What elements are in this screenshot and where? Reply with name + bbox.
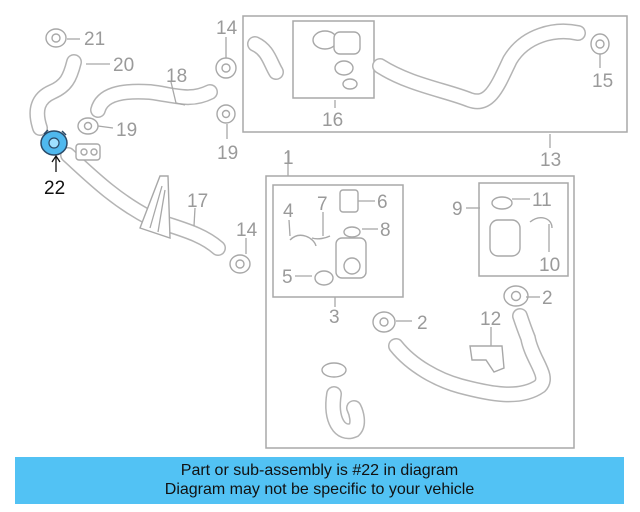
clamp-2-left xyxy=(372,311,396,333)
small-hose-left-top xyxy=(247,36,284,80)
thermostat-housing-3 xyxy=(289,189,367,286)
subassembly-box-9 xyxy=(478,182,569,277)
callout-8: 8 xyxy=(380,220,391,241)
cap-lower xyxy=(321,362,347,378)
connector-left xyxy=(75,143,101,161)
callout-12: 12 xyxy=(480,309,501,330)
bracket-17 xyxy=(139,175,171,239)
callout-4: 4 xyxy=(283,201,294,222)
callout-16: 16 xyxy=(322,110,343,131)
callout-14-top: 14 xyxy=(216,18,238,39)
callout-9: 9 xyxy=(452,199,463,220)
callout-22: 22 xyxy=(44,178,65,199)
callout-21: 21 xyxy=(84,29,105,50)
hose-20 xyxy=(29,54,82,136)
hose-main-lower xyxy=(388,308,551,403)
clamp-2-right xyxy=(503,285,529,307)
callout-3: 3 xyxy=(329,307,340,328)
info-banner: Part or sub-assembly is #22 in diagram D… xyxy=(15,457,624,504)
bracket-12 xyxy=(469,345,505,373)
assembly-box-13 xyxy=(242,15,628,133)
callout-19-left: 19 xyxy=(116,120,137,141)
callout-17: 17 xyxy=(187,191,208,212)
callout-11: 11 xyxy=(532,190,552,211)
hose-top-right xyxy=(372,23,586,110)
clamp-14-top xyxy=(215,57,237,79)
clamp-19-left xyxy=(77,117,99,135)
callout-1: 1 xyxy=(283,148,294,169)
banner-line-1: Part or sub-assembly is #22 in diagram xyxy=(180,462,459,479)
thermostat-fitting-16 xyxy=(312,30,361,90)
subassembly-box-3 xyxy=(272,184,404,298)
hose-18 xyxy=(90,83,218,118)
callout-20: 20 xyxy=(113,55,134,76)
leader-lines xyxy=(51,37,601,346)
callout-18: 18 xyxy=(166,66,187,87)
callout-6: 6 xyxy=(377,192,388,213)
callout-2-left: 2 xyxy=(417,313,428,334)
callout-13: 13 xyxy=(540,150,561,171)
callout-19-top: 19 xyxy=(217,143,238,164)
clamp-19-top xyxy=(216,104,236,124)
highlighted-clamp-22 xyxy=(40,129,68,156)
callout-7: 7 xyxy=(317,194,328,215)
callout-10: 10 xyxy=(539,255,560,276)
subassembly-box-16 xyxy=(292,20,375,99)
clamp-14-left xyxy=(229,254,251,274)
water-pump-9 xyxy=(489,196,553,257)
callout-15: 15 xyxy=(592,71,613,92)
clamp-21 xyxy=(45,28,67,48)
callout-14-left: 14 xyxy=(236,220,258,241)
banner-line-2: Diagram may not be specific to your vehi… xyxy=(164,481,475,498)
callout-2-right: 2 xyxy=(542,288,553,309)
callout-5: 5 xyxy=(282,267,293,288)
assembly-box-1 xyxy=(265,175,575,449)
hose-small-lower xyxy=(325,386,366,440)
clamp-15 xyxy=(590,33,610,55)
